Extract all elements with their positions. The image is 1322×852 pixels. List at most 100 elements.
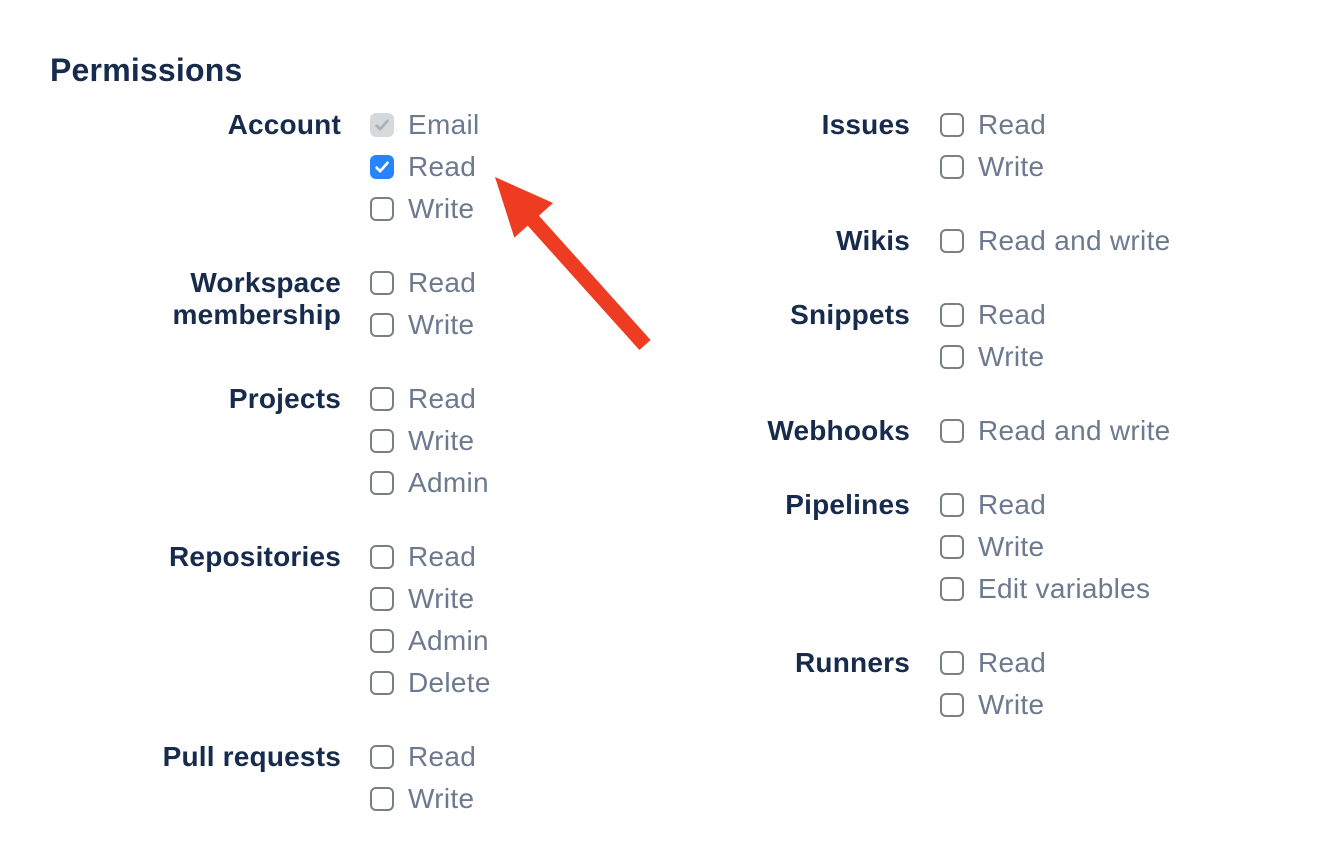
checkbox-label: Admin [408,467,489,498]
permission-option-account-read[interactable]: Read [370,146,480,188]
checkbox-label: Write [978,689,1045,720]
checkbox-label: Write [978,341,1045,372]
checkbox-issues-write[interactable] [940,155,964,179]
permission-option-snippets-read[interactable]: Read [940,294,1046,336]
checkbox-label: Write [978,151,1045,182]
checkbox-projects-admin[interactable] [370,471,394,495]
permission-option-repositories-admin[interactable]: Admin [370,620,491,662]
permission-option-issues-write[interactable]: Write [940,146,1046,188]
permission-option-projects-write[interactable]: Write [370,420,489,462]
permission-option-pipelines-write[interactable]: Write [940,526,1150,568]
permission-option-wikis-read-and-write[interactable]: Read and write [940,220,1171,262]
checkbox-pipelines-read[interactable] [940,493,964,517]
checkbox-repositories-write[interactable] [370,587,394,611]
checkbox-label: Read [978,299,1047,330]
checkbox-label: Write [408,309,475,340]
page-title: Permissions [50,52,243,88]
permission-option-repositories-write[interactable]: Write [370,578,491,620]
checkbox-account-email-checked-disabled [370,113,394,137]
permission-option-snippets-write[interactable]: Write [940,336,1046,378]
check-icon [375,161,389,173]
permission-option-runners-read[interactable]: Read [940,642,1046,684]
checkbox-account-write[interactable] [370,197,394,221]
checkbox-snippets-read[interactable] [940,303,964,327]
checkbox-label: Read [978,109,1047,140]
permission-option-workspace-membership-write[interactable]: Write [370,304,476,346]
checkbox-repositories-delete[interactable] [370,671,394,695]
permission-group-label-issues: Issues [821,109,910,140]
permission-options: Read and write [940,220,1171,262]
checkbox-issues-read[interactable] [940,113,964,137]
permission-group-label-wikis: Wikis [836,225,910,256]
permission-option-pipelines-read[interactable]: Read [940,484,1150,526]
permission-option-workspace-membership-read[interactable]: Read [370,262,476,304]
checkbox-account-read-checked[interactable] [370,155,394,179]
checkbox-label: Read [408,741,477,772]
permission-option-repositories-read[interactable]: Read [370,536,491,578]
permission-option-account-write[interactable]: Write [370,188,480,230]
checkbox-label: Read [408,383,477,414]
checkbox-pipelines-write[interactable] [940,535,964,559]
checkbox-label: Read [978,647,1047,678]
checkbox-label: Read [408,541,477,572]
permission-group-label-pipelines: Pipelines [785,489,910,520]
checkbox-label: Write [408,583,475,614]
checkbox-pull-requests-read[interactable] [370,745,394,769]
permission-option-runners-write[interactable]: Write [940,684,1046,726]
checkbox-workspace-membership-write[interactable] [370,313,394,337]
checkbox-runners-write[interactable] [940,693,964,717]
permission-group-label-workspace-membership: Workspace membership [172,267,341,330]
permission-options: Read and write [940,410,1171,452]
permission-group-label-runners: Runners [795,647,910,678]
checkbox-pipelines-edit-variables[interactable] [940,577,964,601]
checkbox-runners-read[interactable] [940,651,964,675]
permission-option-account-email: Email [370,104,480,146]
checkbox-repositories-admin[interactable] [370,629,394,653]
permission-option-projects-read[interactable]: Read [370,378,489,420]
checkbox-projects-write[interactable] [370,429,394,453]
permission-option-projects-admin[interactable]: Admin [370,462,489,504]
checkbox-label: Read [408,267,477,298]
checkbox-label: Delete [408,667,491,698]
checkbox-label: Admin [408,625,489,656]
permission-option-webhooks-read-and-write[interactable]: Read and write [940,410,1171,452]
checkbox-wikis-read-and-write[interactable] [940,229,964,253]
permission-option-pull-requests-read[interactable]: Read [370,736,476,778]
permission-group-label-pull-requests: Pull requests [162,741,341,772]
check-icon [375,119,389,131]
checkbox-snippets-write[interactable] [940,345,964,369]
permission-group-label-account: Account [227,109,341,140]
permission-option-pipelines-edit-variables[interactable]: Edit variables [940,568,1150,610]
permission-option-pull-requests-write[interactable]: Write [370,778,476,820]
permission-group-label-repositories: Repositories [169,541,341,572]
permission-option-repositories-delete[interactable]: Delete [370,662,491,704]
permission-option-issues-read[interactable]: Read [940,104,1046,146]
checkbox-pull-requests-write[interactable] [370,787,394,811]
checkbox-projects-read[interactable] [370,387,394,411]
checkbox-label: Read and write [978,415,1171,446]
checkbox-label: Email [408,109,480,140]
checkbox-repositories-read[interactable] [370,545,394,569]
checkbox-label: Read [408,151,477,182]
checkbox-label: Read [978,489,1047,520]
checkbox-workspace-membership-read[interactable] [370,271,394,295]
checkbox-webhooks-read-and-write[interactable] [940,419,964,443]
